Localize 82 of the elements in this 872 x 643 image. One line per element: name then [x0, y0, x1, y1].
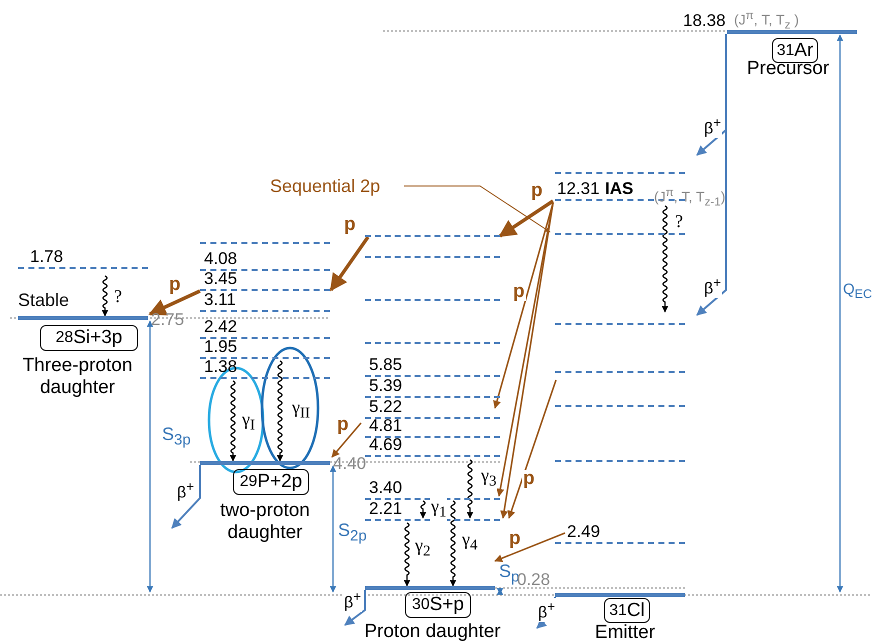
energy-level-line — [555, 369, 685, 372]
energy-level-line — [200, 338, 330, 358]
caption-text: Emitter — [594, 622, 656, 643]
energy-level-line — [365, 398, 500, 418]
level-energy-label: 2.75 — [151, 309, 184, 331]
edge-label: ? — [113, 287, 123, 305]
state-label: IAS — [605, 180, 634, 198]
proton-arrow — [498, 200, 554, 238]
level-energy-label: 5.39 — [369, 377, 402, 395]
state-label: Stable — [18, 290, 70, 310]
ground-state-bar — [18, 315, 148, 318]
quantum-numbers-label: (J$^{π}$, T, T$_{z}$ ) — [734, 8, 799, 34]
annotation-text: Sequential 2p — [270, 176, 380, 196]
symbol-label: S$_{2p}$ — [338, 520, 367, 547]
energy-level-line — [365, 340, 500, 343]
beta-arrow — [696, 34, 727, 316]
level-energy-label: 3.40 — [369, 479, 402, 497]
caption-text: Proton daughter — [363, 621, 502, 643]
beta-arrow — [344, 590, 366, 626]
edge-label: ? — [674, 212, 684, 230]
energy-level-line — [365, 356, 500, 376]
caption-text: two-proton daughter — [219, 500, 311, 544]
ground-state-bar — [683, 12, 857, 32]
symbol-label: S$_{3p}$ — [162, 424, 191, 451]
level-energy-label: 1.78 — [30, 248, 64, 266]
level-energy-label: 2.21 — [369, 500, 402, 518]
ground-state-bar — [200, 460, 330, 463]
level-energy-label: 4.40 — [333, 453, 366, 475]
gamma-arrow — [662, 205, 668, 313]
energy-level-line — [365, 254, 500, 257]
energy-level-line — [200, 250, 330, 270]
level-energy-label: 5.85 — [369, 356, 402, 374]
energy-level-line — [555, 523, 685, 543]
level-energy-label: 4.81 — [369, 417, 402, 435]
ground-state-bar — [365, 585, 495, 588]
symbol-label: Q$_{EC}$ — [843, 280, 872, 303]
energy-level-line — [200, 240, 330, 243]
edge-label: γ$_{1}$ — [430, 497, 448, 522]
quantum-numbers-label: (J$^{π}$, T, T$_{z-1}$) — [654, 185, 726, 210]
level-energy-label: 2.42 — [204, 318, 238, 336]
proton-arrow — [330, 236, 370, 292]
level-energy-label: 12.31 — [557, 180, 600, 198]
energy-level-line — [18, 248, 148, 268]
beta-arrow — [171, 465, 201, 529]
gamma-arrow — [102, 275, 108, 317]
level-energy-label: 3.45 — [204, 270, 238, 288]
gamma-arrow — [404, 522, 410, 587]
energy-level-line — [365, 233, 500, 236]
level-energy-label: 1.95 — [204, 338, 238, 356]
level-energy-label: 0.28 — [517, 570, 550, 590]
level-energy-label: 5.22 — [369, 398, 402, 416]
leader-arrow — [404, 186, 550, 232]
ground-state-bar — [555, 592, 685, 595]
energy-level-line — [555, 321, 685, 324]
proton-arrow — [331, 422, 362, 458]
energy-level-line — [200, 270, 330, 290]
level-energy-label: 3.11 — [204, 291, 236, 309]
edge-label: p — [522, 470, 536, 488]
energy-level-line — [200, 358, 330, 378]
caption-text: Three-proton daughter — [22, 355, 134, 399]
energy-level-line — [555, 403, 685, 406]
energy-level-line — [365, 436, 500, 456]
level-energy-label: 1.38 — [204, 358, 238, 376]
level-energy-label: 2.49 — [567, 523, 600, 541]
energy-level-line — [365, 417, 500, 437]
proton-arrow — [148, 289, 201, 316]
level-energy-label: 4.69 — [369, 436, 402, 454]
energy-level-line — [365, 377, 500, 397]
energy-level-line — [555, 170, 685, 173]
level-energy-label: 4.08 — [204, 250, 238, 268]
gamma-arrow — [420, 500, 426, 519]
gamma-arrow — [466, 459, 474, 519]
level-energy-label: 18.38 — [683, 12, 726, 30]
energy-level-line — [200, 291, 330, 311]
proton-arrow — [493, 202, 554, 409]
energy-level-line — [555, 458, 685, 461]
energy-level-line — [200, 318, 330, 338]
gamma-arrow — [450, 500, 456, 587]
energy-level-line — [555, 231, 685, 234]
proton-arrow — [494, 532, 566, 562]
proton-arrow — [508, 380, 557, 519]
energy-level-line — [365, 297, 500, 300]
